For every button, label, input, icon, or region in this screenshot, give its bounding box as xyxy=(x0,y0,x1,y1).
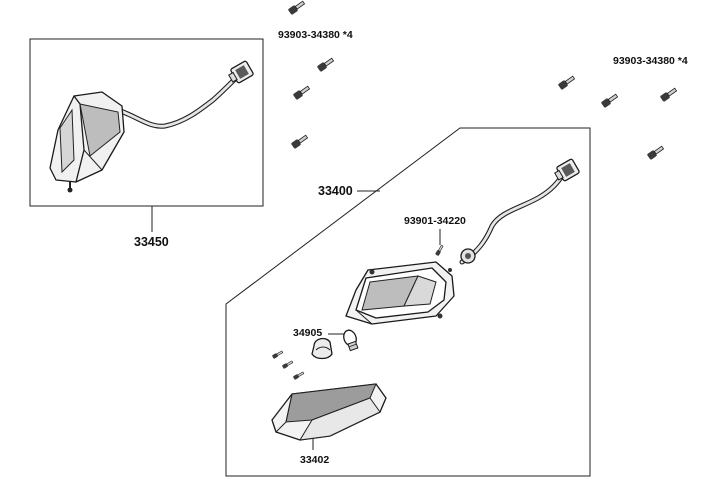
label-screws-right: 93903-34380 *4 xyxy=(613,55,688,67)
screw-icon xyxy=(291,134,309,149)
small-screw-icon xyxy=(435,244,444,256)
lens-33402-drawing xyxy=(271,383,387,441)
tiny-screw-icon xyxy=(282,360,294,369)
label-33450: 33450 xyxy=(134,235,169,249)
label-screws-left: 93903-34380 *4 xyxy=(278,29,353,41)
label-33400: 33400 xyxy=(318,184,353,198)
screw-icon xyxy=(558,75,576,90)
tiny-screw-icon xyxy=(293,371,305,380)
screw-icon xyxy=(288,0,306,15)
bulb-34905-drawing xyxy=(311,329,359,360)
screw-icon xyxy=(293,85,311,100)
screw-icon xyxy=(660,87,678,102)
screw-icon xyxy=(647,145,665,160)
lamp-33400-drawing xyxy=(345,158,580,325)
label-34905: 34905 xyxy=(293,327,323,339)
frame-33400 xyxy=(225,127,591,477)
label-93901-34220: 93901-34220 xyxy=(404,215,466,227)
tiny-screw-icon xyxy=(272,350,284,359)
frame-33450 xyxy=(29,38,264,207)
label-33402: 33402 xyxy=(300,454,330,466)
lamp-33450-drawing xyxy=(49,60,254,193)
screw-icon xyxy=(601,93,619,108)
screw-icon xyxy=(317,57,335,72)
